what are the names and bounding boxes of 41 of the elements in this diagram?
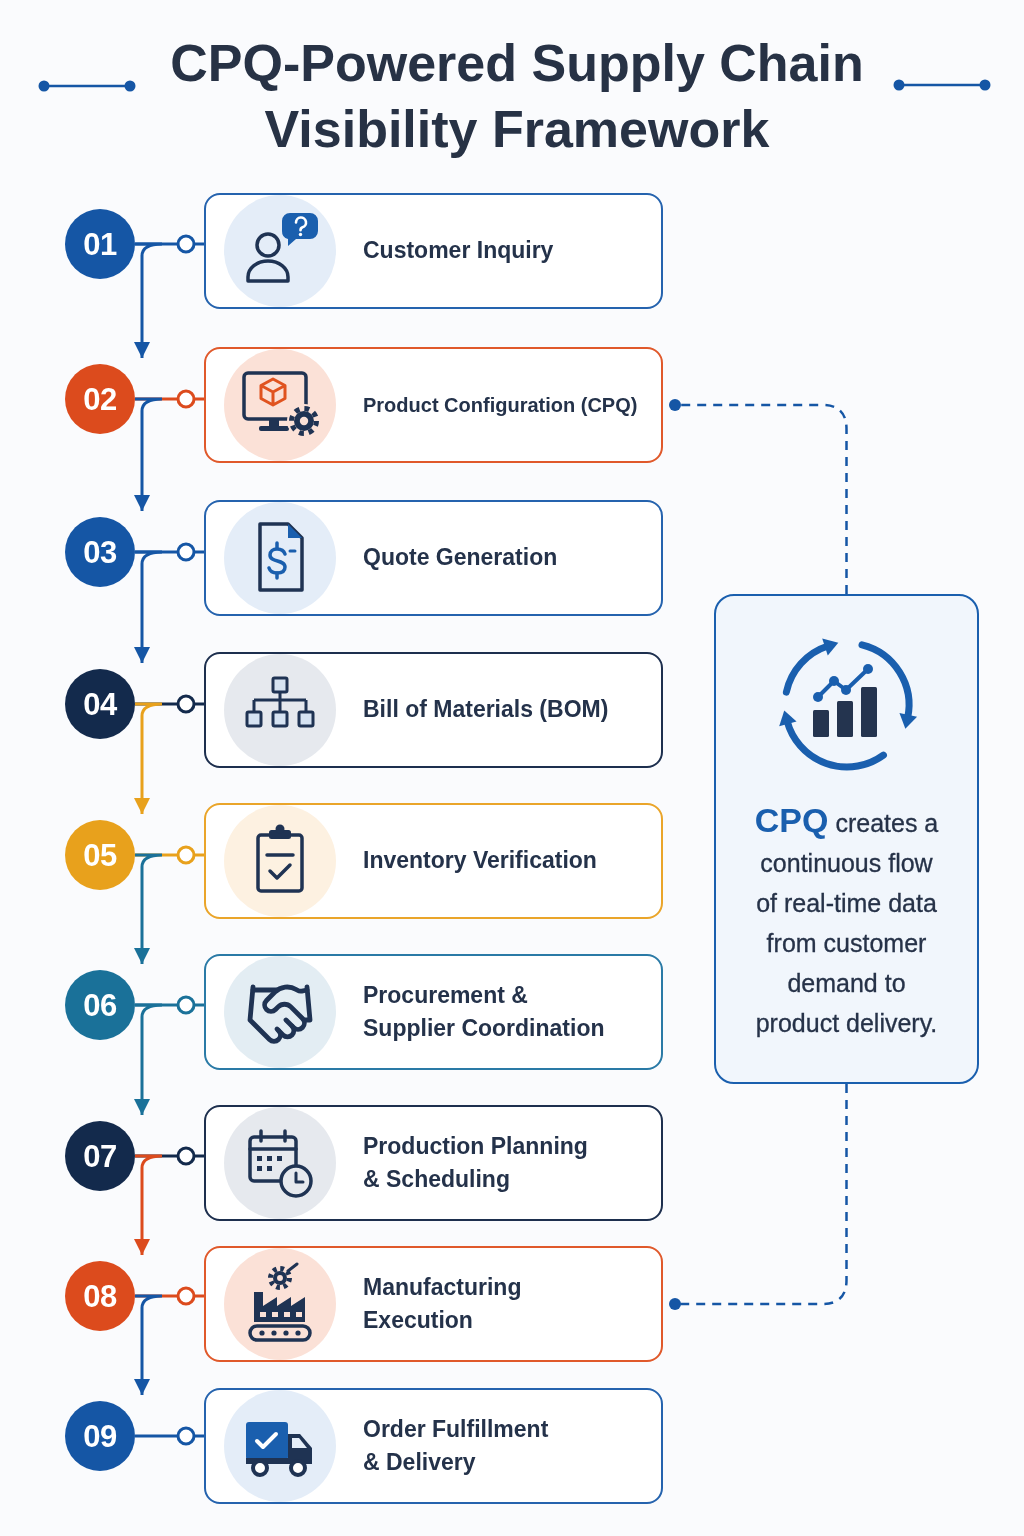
flow-arrow	[134, 550, 164, 663]
step-label: Procurement & Supplier Coordination	[363, 980, 606, 1043]
step-label: Manufacturing Execution	[363, 1272, 523, 1335]
step-card	[204, 652, 663, 768]
step-label: Quote Generation	[363, 543, 558, 573]
step-number: 07	[83, 1140, 117, 1172]
step-card	[204, 193, 663, 309]
step-number: 08	[83, 1280, 117, 1312]
step-card	[204, 954, 663, 1070]
step-number: 03	[83, 536, 117, 568]
dashed-connector	[669, 399, 848, 594]
flow-arrow	[134, 397, 164, 511]
dashed-connector	[669, 1084, 848, 1310]
step-label: Customer Inquiry	[363, 236, 554, 266]
step-label: Product Configuration (CPQ)	[363, 392, 638, 418]
step-number: 05	[83, 839, 117, 871]
step-label: Inventory Verification	[363, 846, 597, 876]
step-card	[204, 803, 663, 919]
summary-text: CPQ creates a continuous flow of real-time data from customer demand to product delivery.	[753, 800, 940, 1039]
flow-arrow	[134, 1003, 164, 1115]
flow-arrow	[134, 1154, 164, 1255]
step-card	[204, 347, 663, 463]
step-card	[204, 1246, 663, 1362]
step-number: 01	[83, 228, 117, 260]
step-card	[204, 1105, 663, 1221]
step-number: 06	[83, 989, 117, 1021]
step-label: Bill of Materials (BOM)	[363, 695, 609, 725]
step-label: Order Fulfillment & Delivery	[363, 1414, 550, 1477]
flow-arrow	[134, 853, 164, 964]
title: CPQ-Powered Supply Chain Visibility Framework	[169, 33, 865, 160]
flow-arrow	[134, 702, 164, 814]
step-label: Production Planning & Scheduling	[363, 1131, 589, 1194]
step-number: 04	[83, 688, 117, 720]
flow-arrow	[134, 242, 164, 358]
connector-line	[135, 1426, 204, 1446]
step-card	[204, 500, 663, 616]
flow-arrow	[134, 1294, 164, 1395]
step-number: 02	[83, 383, 117, 415]
summary-panel	[714, 594, 979, 1084]
step-card	[204, 1388, 663, 1504]
step-number: 09	[83, 1420, 117, 1452]
